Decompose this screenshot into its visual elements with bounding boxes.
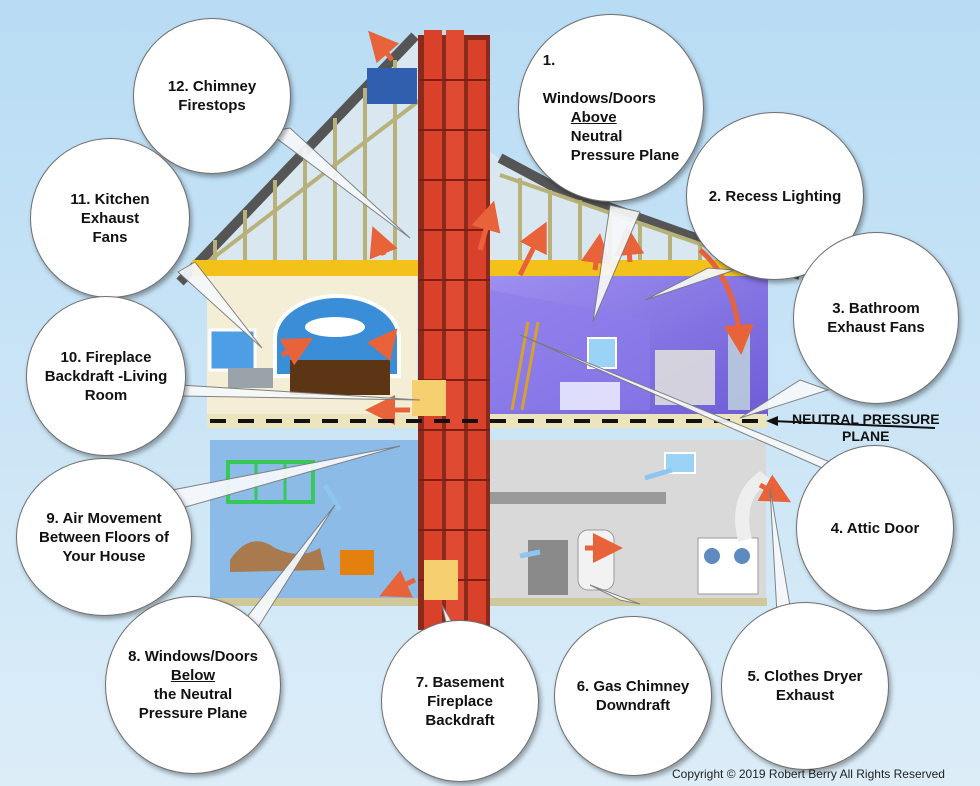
air-leak-arrows [279,30,792,598]
washer-dryer [697,537,759,595]
furnace [528,540,568,595]
copyright-notice: Copyright © 2019 Robert Berry All Rights… [672,767,945,781]
sofa [290,360,390,395]
attic [176,32,802,286]
cold-air-arrows [322,467,673,559]
callout-4-attic-door: 4. Attic Door [796,445,954,611]
callout-pointers [161,127,846,646]
gable-vent [367,68,417,104]
water-heater [577,529,615,591]
callout-8-windows-doors-below-npp: 8. Windows/Doors Below the Neutral Press… [105,596,281,774]
stove [228,368,273,388]
basement-fireplace [424,560,458,600]
chair [340,550,374,575]
neutral-pressure-plane-pointer [771,420,936,429]
upstairs-fireplace [412,380,446,416]
callout-1-windows-doors-above-npp: 1. Windows/Doors Above Neutral Pressure … [518,14,704,202]
ductwork [488,492,666,504]
brick-chimney [412,30,490,630]
chaise [230,541,325,572]
attic-insulation [192,260,796,276]
